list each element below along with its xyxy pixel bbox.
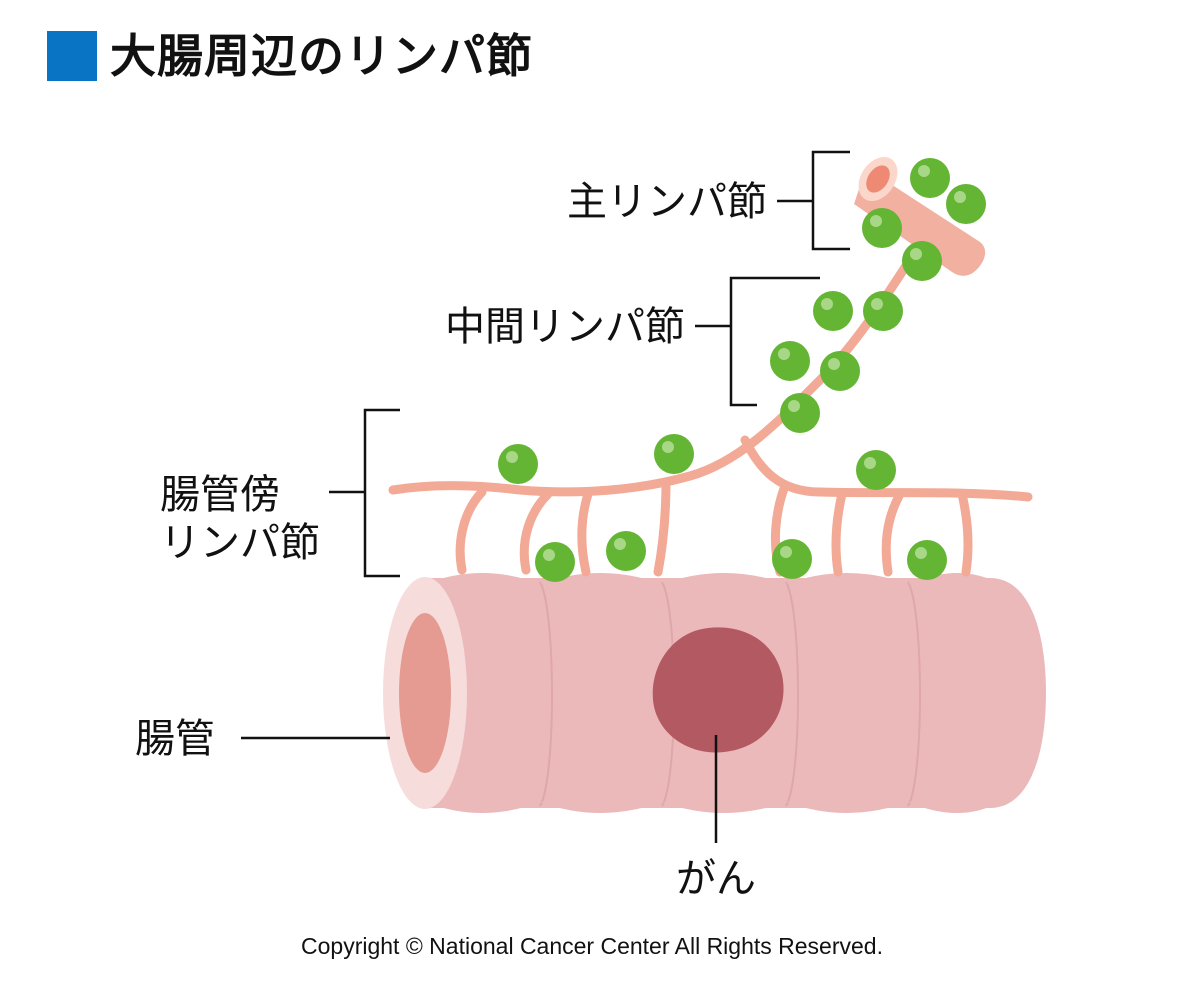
main-node-bracket: [777, 150, 850, 251]
intestine-lumen: [399, 613, 451, 773]
page-title: 大腸周辺のリンパ節: [110, 29, 533, 83]
main-node-label: 主リンパ節: [567, 179, 767, 225]
lymph-node: [606, 531, 646, 571]
lymph-node: [770, 341, 810, 381]
cancer-label: がん: [676, 856, 756, 902]
intestine-scallops: [425, 573, 1000, 813]
lymph-node: [863, 291, 903, 331]
cancer-tumor: [652, 627, 784, 753]
lymph-node: [856, 450, 896, 490]
paracolic-node-label-line1: 腸管傍: [160, 472, 280, 518]
lymph-node: [772, 539, 812, 579]
label-brackets: [241, 150, 850, 843]
title-square-icon: [47, 31, 97, 81]
lymph-node: [862, 208, 902, 248]
intermediate-node-bracket: [695, 276, 820, 407]
lymph-node: [654, 434, 694, 474]
intermediate-node-label: 中間リンパ節: [445, 304, 685, 350]
main-lymph-nodes: [862, 158, 986, 281]
lymph-node: [902, 241, 942, 281]
lymph-node: [498, 444, 538, 484]
lymph-node: [820, 351, 860, 391]
paracolic-lymph-nodes: [498, 434, 947, 582]
main-blood-vessel: [854, 156, 986, 276]
intermediate-lymph-nodes: [770, 291, 903, 433]
paracolic-node-label-line2: リンパ節: [160, 520, 320, 566]
intestine-label: 腸管: [135, 716, 215, 762]
intestine: [383, 573, 1046, 813]
lymph-node: [946, 184, 986, 224]
lymph-node: [910, 158, 950, 198]
lymph-node: [780, 393, 820, 433]
lymph-nodes: [498, 158, 986, 582]
lymph-node: [535, 542, 575, 582]
paracolic-node-bracket: [329, 408, 400, 578]
lymph-node: [907, 540, 947, 580]
lymph-vessel-main-horizontal: [388, 227, 933, 497]
lymph-vessels: [388, 227, 1033, 577]
lymph-vessel-right-horizontal: [740, 435, 1033, 502]
lymph-node: [813, 291, 853, 331]
copyright-notice: Copyright © National Cancer Center All R…: [301, 933, 883, 959]
